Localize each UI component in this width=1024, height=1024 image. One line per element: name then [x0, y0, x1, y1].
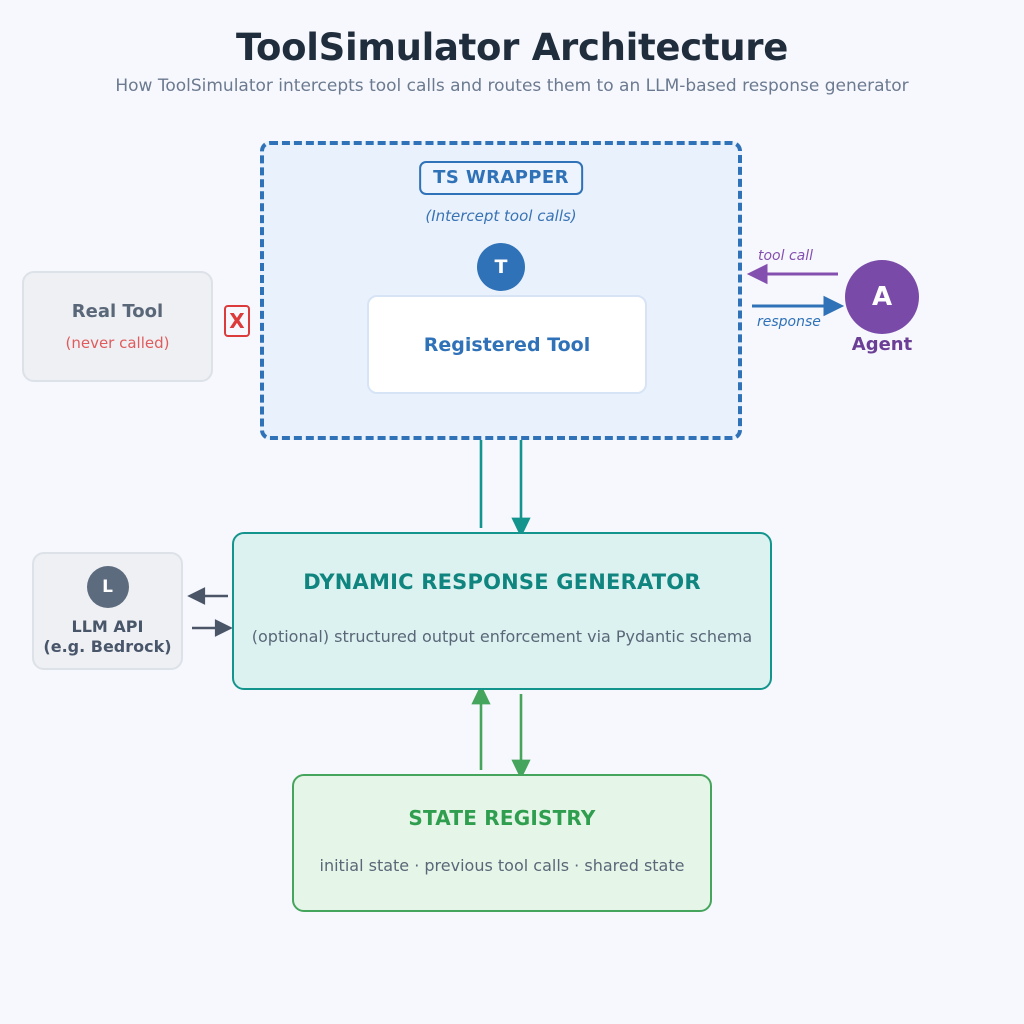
ts-wrapper-container[interactable]: TS WRAPPER (Intercept tool calls) T Regi… [260, 141, 742, 440]
llm-api-provider: (e.g. Bedrock) [43, 636, 172, 656]
tool-avatar-icon: T [477, 243, 525, 291]
real-tool-node[interactable]: Real Tool (never called) [22, 271, 213, 382]
llm-api-title: LLM API [71, 616, 144, 636]
state-registry-node[interactable]: STATE REGISTRY initial state · previous … [292, 774, 712, 912]
llm-api-node[interactable]: L LLM API (e.g. Bedrock) [32, 552, 183, 670]
state-registry-title: STATE REGISTRY [408, 806, 596, 830]
llm-avatar-icon: L [86, 565, 129, 608]
response-label: response [757, 314, 821, 330]
ts-wrapper-note: (Intercept tool calls) [425, 207, 577, 225]
real-tool-title: Real Tool [71, 301, 164, 322]
state-registry-subtitle: initial state · previous tool calls · sh… [319, 856, 685, 875]
page-subtitle: How ToolSimulator intercepts tool calls … [115, 76, 909, 96]
dynamic-response-generator-title: DYNAMIC RESPONSE GENERATOR [303, 570, 701, 594]
blocked-x-icon: X [224, 305, 250, 337]
ts-wrapper-badge: TS WRAPPER [419, 161, 583, 195]
agent-label: Agent [851, 334, 913, 355]
dynamic-response-generator-node[interactable]: DYNAMIC RESPONSE GENERATOR (optional) st… [232, 532, 772, 690]
tool-call-label: tool call [758, 248, 814, 264]
real-tool-note: (never called) [65, 334, 170, 352]
page-title: ToolSimulator Architecture [235, 26, 789, 69]
dynamic-response-generator-subtitle: (optional) structured output enforcement… [251, 627, 753, 646]
registered-tool-node[interactable]: Registered Tool [367, 295, 647, 394]
agent-avatar-icon: A [845, 260, 919, 334]
